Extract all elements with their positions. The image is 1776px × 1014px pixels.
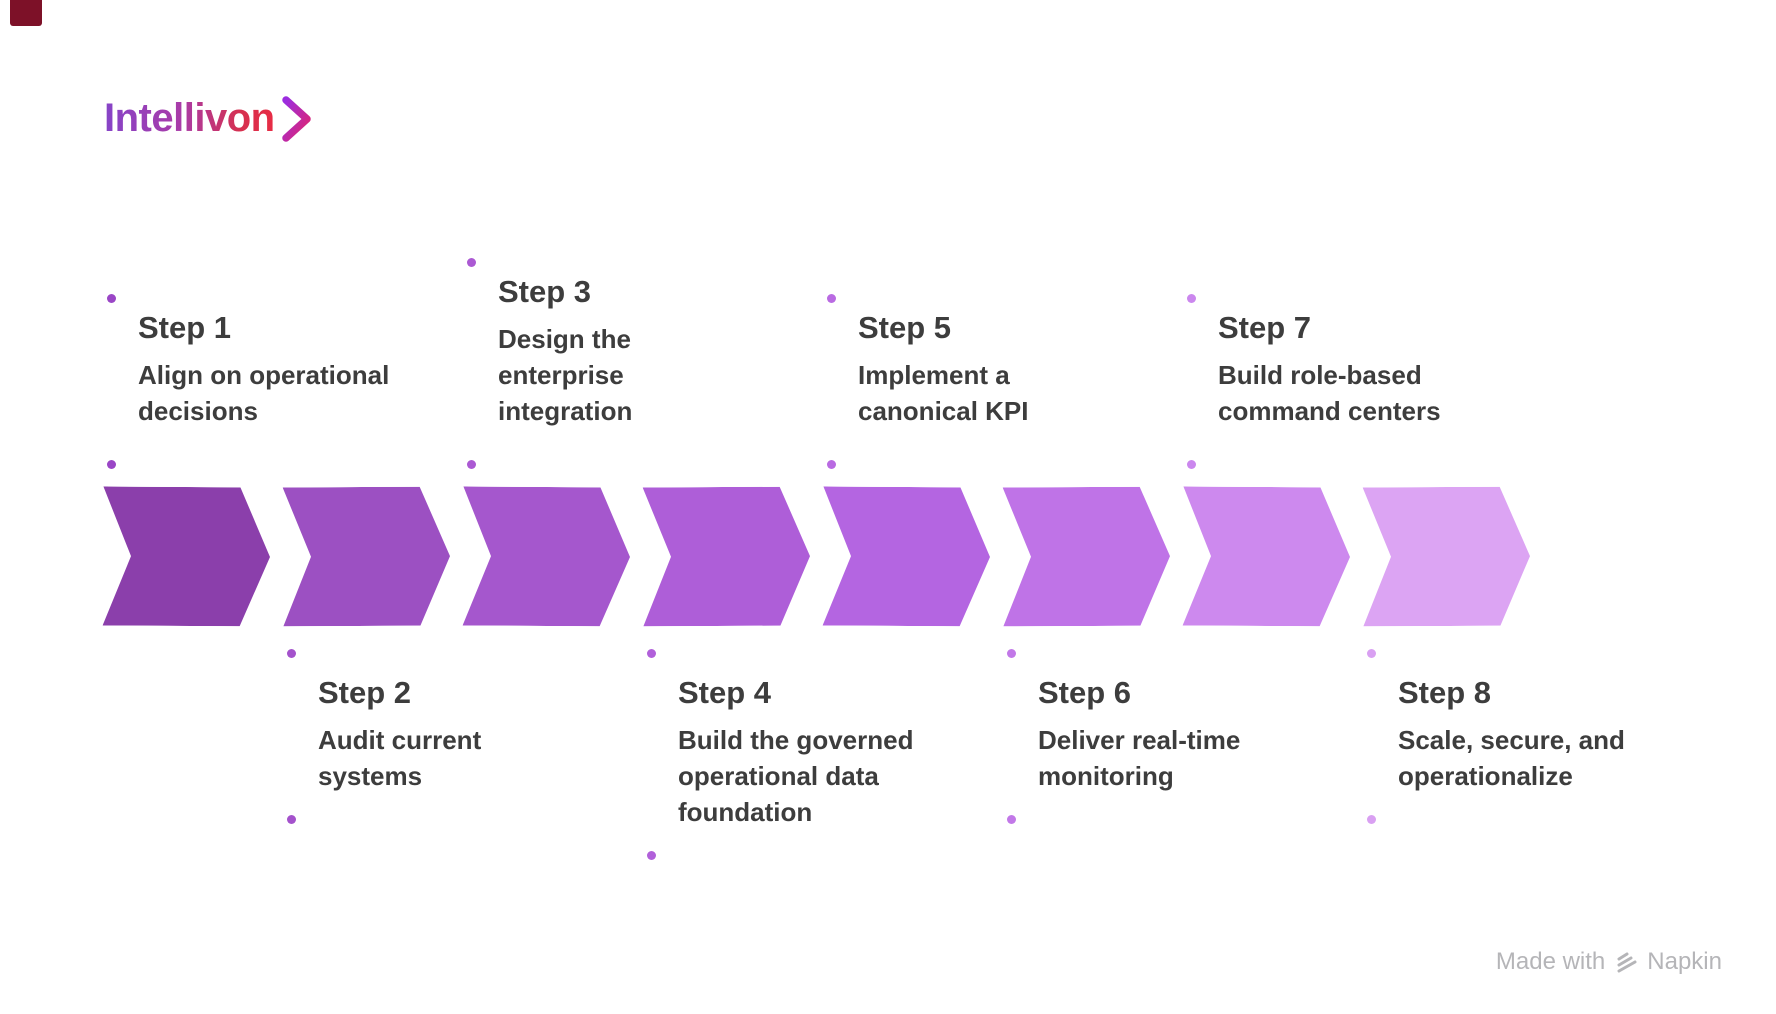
napkin-logo-icon (1617, 952, 1637, 973)
step-6-dot-bottom (1007, 814, 1016, 824)
watermark-prefix: Made with (1495, 948, 1606, 975)
step-1-dot-bottom (107, 460, 116, 469)
step-1-description: Align on operational decisions (138, 360, 390, 427)
step-5-title: Step 5 (858, 310, 952, 346)
process-arrow-1 (103, 486, 271, 626)
corner-marker (10, 0, 42, 26)
step-3-dot-top (467, 258, 476, 268)
process-arrow-3 (463, 486, 631, 626)
process-arrow-5 (823, 486, 991, 626)
step-8-dot-top (1367, 649, 1376, 658)
step-6-title: Step 6 (1038, 675, 1132, 710)
step-5-block: Step 5 Implement a canonical KPI (827, 294, 1157, 469)
step-8-dot-bottom (1367, 814, 1376, 824)
step-5-dot-bottom (827, 460, 836, 469)
step-3-block: Step 3 Design the enterprise integration (467, 258, 797, 469)
process-arrow-2 (283, 487, 451, 627)
logo: Intellivon (104, 92, 313, 144)
step-1-title: Step 1 (138, 310, 232, 346)
step-8-description: Scale, secure, and operationalize (1398, 725, 1625, 792)
step-4-dot-top (647, 649, 656, 658)
step-3-description: Design the enterprise integration (498, 324, 633, 427)
step-5-dot-top (827, 294, 836, 304)
step-2-block: Step 2 Audit current systems (287, 649, 617, 824)
step-2-title: Step 2 (318, 675, 412, 710)
chevron-right-icon (281, 96, 311, 142)
step-2-dot-bottom (287, 814, 296, 824)
step-6-description: Deliver real-time monitoring (1038, 725, 1241, 792)
process-arrow-6 (1003, 487, 1171, 627)
step-5-description: Implement a canonical KPI (858, 360, 1029, 427)
step-3-title: Step 3 (498, 274, 592, 310)
step-4-dot-bottom (647, 850, 656, 860)
process-arrow-7 (1183, 486, 1351, 626)
step-7-block: Step 7 Build role-based command centers (1187, 294, 1517, 469)
watermark: Made with Napkin (1496, 948, 1722, 976)
step-3-dot-bottom (467, 460, 476, 469)
step-6-dot-top (1007, 649, 1016, 658)
step-7-dot-top (1187, 294, 1196, 304)
step-7-title: Step 7 (1218, 310, 1312, 346)
step-4-title: Step 4 (678, 675, 772, 710)
step-4-description: Build the governed operational data foun… (678, 725, 914, 827)
step-2-dot-top (287, 649, 296, 658)
process-arrow-4 (643, 487, 811, 627)
step-4-block: Step 4 Build the governed operational da… (647, 649, 977, 860)
step-6-block: Step 6 Deliver real-time monitoring (1007, 649, 1337, 824)
process-arrow-8 (1363, 487, 1531, 627)
step-2-description: Audit current systems (318, 725, 482, 792)
watermark-brand: Napkin (1647, 948, 1722, 975)
logo-text: Intellivon (104, 96, 275, 140)
step-8-block: Step 8 Scale, secure, and operationalize (1367, 649, 1697, 824)
step-1-block: Step 1 Align on operational decisions (107, 294, 437, 469)
step-1-dot-top (107, 294, 116, 304)
step-7-dot-bottom (1187, 460, 1196, 469)
step-8-title: Step 8 (1398, 675, 1492, 710)
step-7-description: Build role-based command centers (1218, 360, 1441, 427)
